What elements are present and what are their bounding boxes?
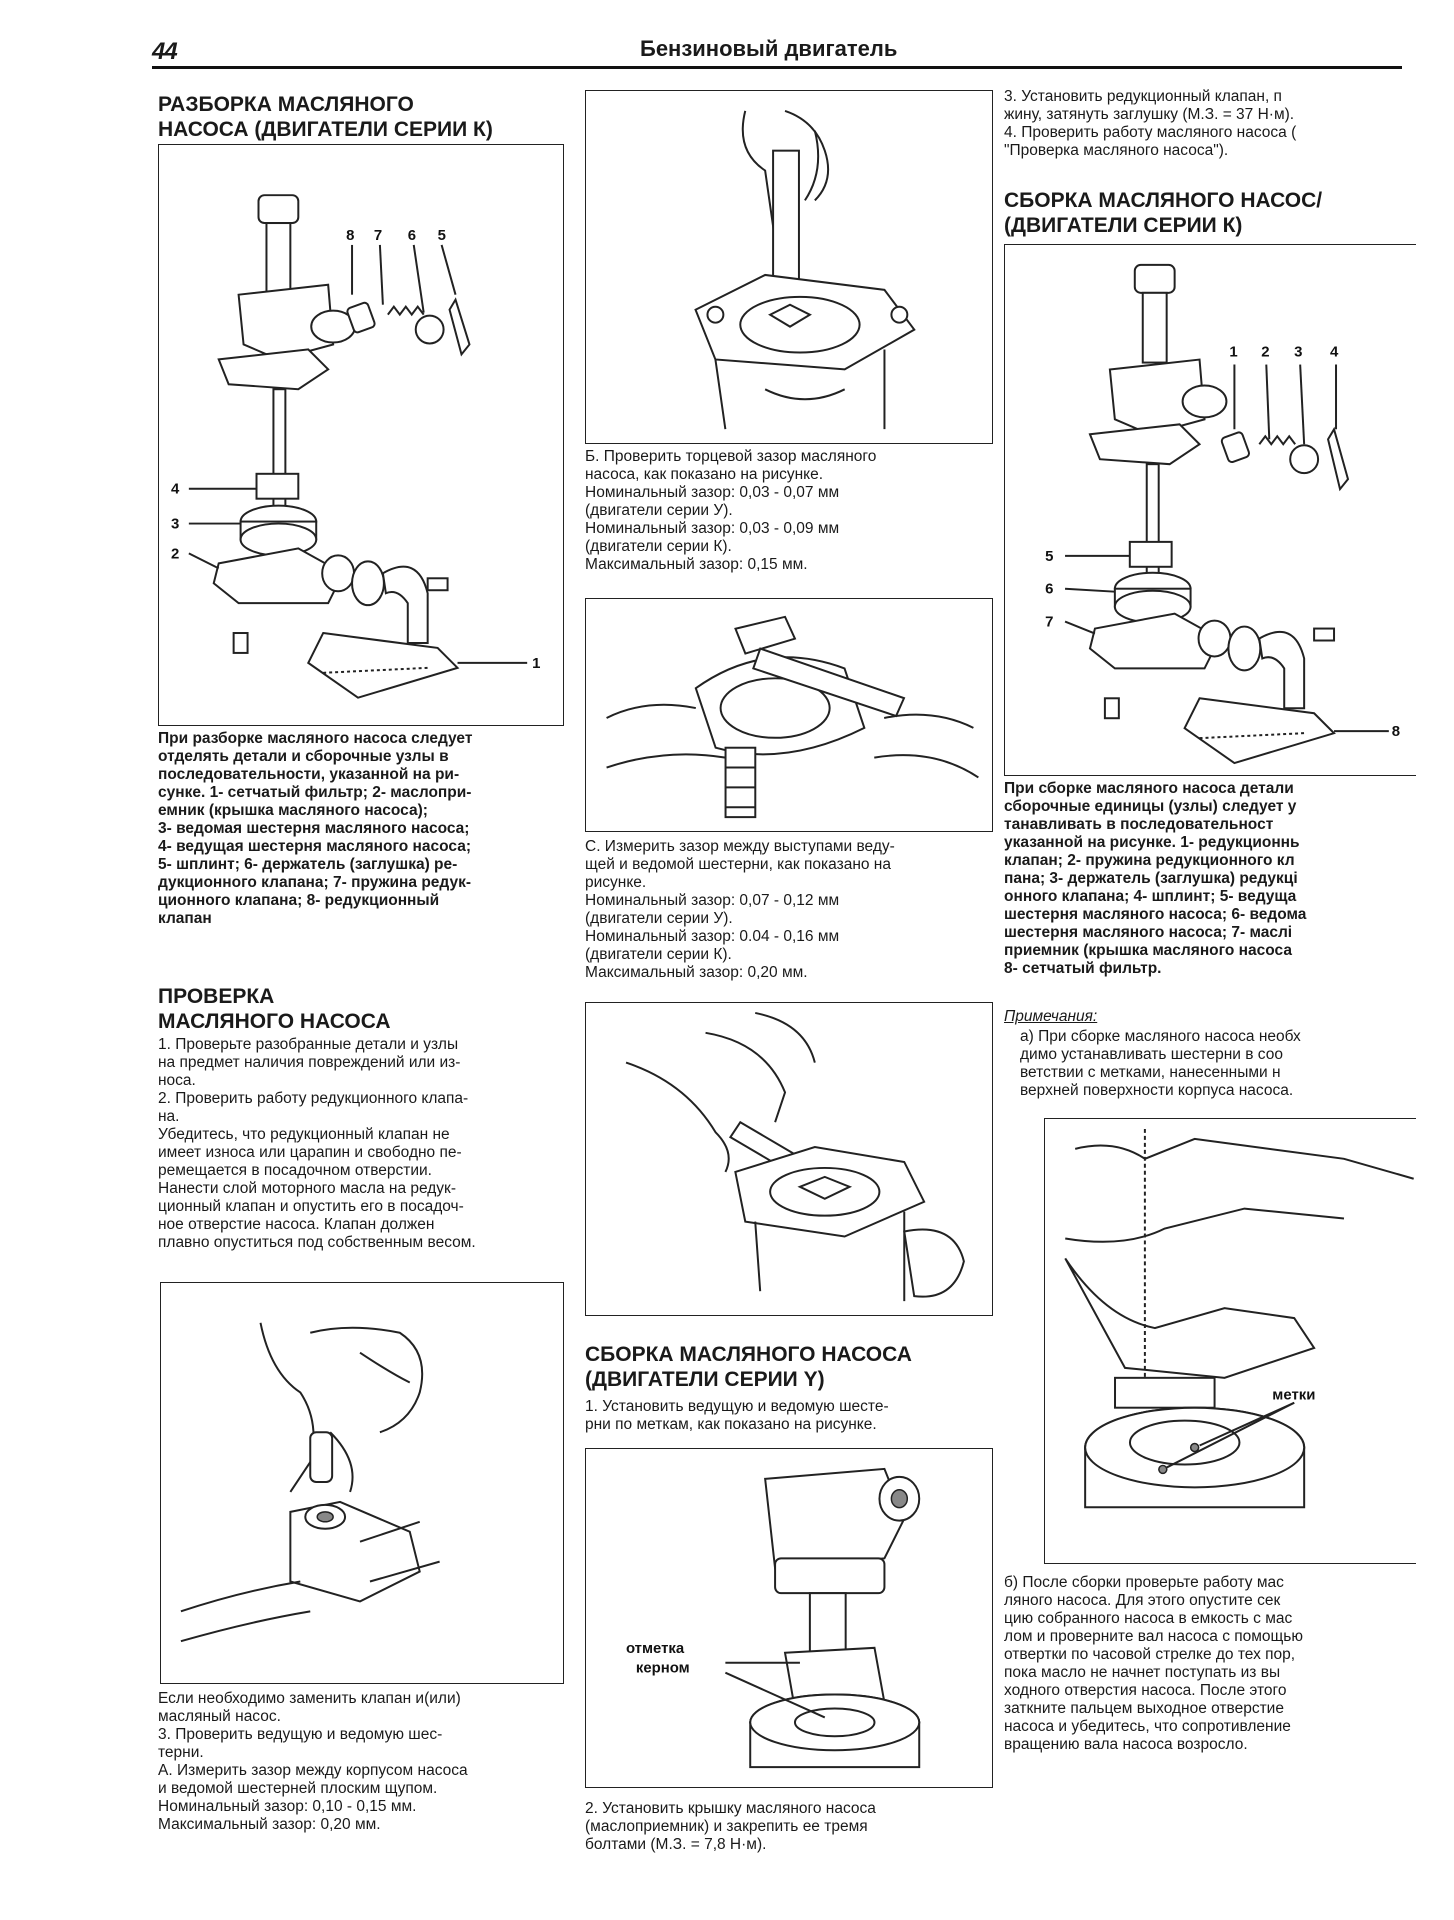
assembly-y-text: 1. Установить ведущую и ведомую шесте- р… xyxy=(585,1398,889,1433)
gear-check-drawing xyxy=(625,1011,965,1302)
cover-install-text: 2. Установить крышку масляного насоса (м… xyxy=(585,1800,876,1853)
figure-relief-valve xyxy=(160,1282,564,1684)
fig1-label-2: 2 xyxy=(171,545,179,562)
tip-clearance-text: С. Измерить зазор между выступами веду- … xyxy=(585,838,895,981)
running-header: Бензиновый двигатель xyxy=(640,36,898,61)
figure-disassembly-k: 8 7 6 5 4 3 2 1 xyxy=(158,144,564,726)
relief-valve-install-text: 3. Установить редукционный клапан, п жин… xyxy=(1004,88,1297,159)
fig1-label-5: 5 xyxy=(438,227,446,244)
end-clearance-drawing xyxy=(694,109,916,430)
section-title-assembly-k: СБОРКА МАСЛЯНОГО НАСОС/ (ДВИГАТЕЛИ СЕРИИ… xyxy=(1004,189,1323,237)
figure-caption-disassembly: При разборке масляного насоса следует от… xyxy=(158,730,473,927)
section-title-assembly-y: СБОРКА МАСЛЯНОГО НАСОСА (ДВИГАТЕЛИ СЕРИИ… xyxy=(585,1343,912,1391)
figure-tip-clearance xyxy=(585,598,993,832)
valve-replace-text: Если необходимо заменить клапан и(или) м… xyxy=(158,1690,468,1833)
fig3-label-4: 4 xyxy=(1330,344,1339,361)
note-b: б) После сборки проверьте работу мас лян… xyxy=(1004,1574,1304,1753)
page-number: 44 xyxy=(152,38,178,65)
fig3-label-1: 1 xyxy=(1229,344,1237,361)
assembly-k-drawing: 1 2 3 4 5 6 7 8 xyxy=(1045,263,1400,765)
punch-mark-drawing: отметка керном xyxy=(626,1467,921,1769)
header-rule xyxy=(152,66,1402,69)
fig1-label-1: 1 xyxy=(532,655,540,672)
inspection-text: 1. Проверьте разобранные детали и узлы н… xyxy=(158,1036,476,1251)
fig3-label-8: 8 xyxy=(1392,723,1400,740)
fig1-label-6: 6 xyxy=(408,227,416,244)
fig3-label-7: 7 xyxy=(1045,614,1053,631)
fig1-label-3: 3 xyxy=(171,516,179,533)
end-clearance-text: Б. Проверить торцевой зазор масляного на… xyxy=(585,448,877,573)
fig3-label-5: 5 xyxy=(1045,548,1053,565)
fig1-label-4: 4 xyxy=(171,481,180,498)
figure-gear-check xyxy=(585,1002,993,1316)
exploded-pump-drawing: 8 7 6 5 4 3 2 1 xyxy=(171,194,540,699)
fig1-label-8: 8 xyxy=(346,227,354,244)
tip-clearance-drawing xyxy=(606,615,979,819)
figure-assembly-k: 1 2 3 4 5 6 7 8 xyxy=(1004,244,1416,776)
figure-end-clearance xyxy=(585,90,993,444)
fig-marks-label: метки xyxy=(1272,1387,1315,1404)
notes-heading: Примечания: xyxy=(1004,1008,1098,1025)
figure-gear-marks: метки xyxy=(1044,1118,1416,1564)
fig-punch-label-line2: керном xyxy=(636,1661,690,1677)
fig-punch-label-line1: отметка xyxy=(626,1641,685,1657)
fig3-label-6: 6 xyxy=(1045,581,1053,598)
section-title-inspection: ПРОВЕРКА МАСЛЯНОГО НАСОСА xyxy=(158,985,391,1033)
fig3-label-3: 3 xyxy=(1294,344,1302,361)
relief-valve-drawing xyxy=(180,1322,440,1643)
fig3-label-2: 2 xyxy=(1261,344,1269,361)
note-a: а) При сборке масляного насоса необх дим… xyxy=(1020,1028,1301,1099)
fig1-label-7: 7 xyxy=(374,227,382,244)
figure-punch-mark: отметка керном xyxy=(585,1448,993,1788)
section-title-disassembly: РАЗБОРКА МАСЛЯНОГО НАСОСА (ДВИГАТЕЛИ СЕР… xyxy=(158,93,493,141)
gear-marks-drawing: метки xyxy=(1064,1128,1414,1509)
figure-caption-assembly-k: При сборке масляного насоса детали сборо… xyxy=(1004,780,1307,977)
